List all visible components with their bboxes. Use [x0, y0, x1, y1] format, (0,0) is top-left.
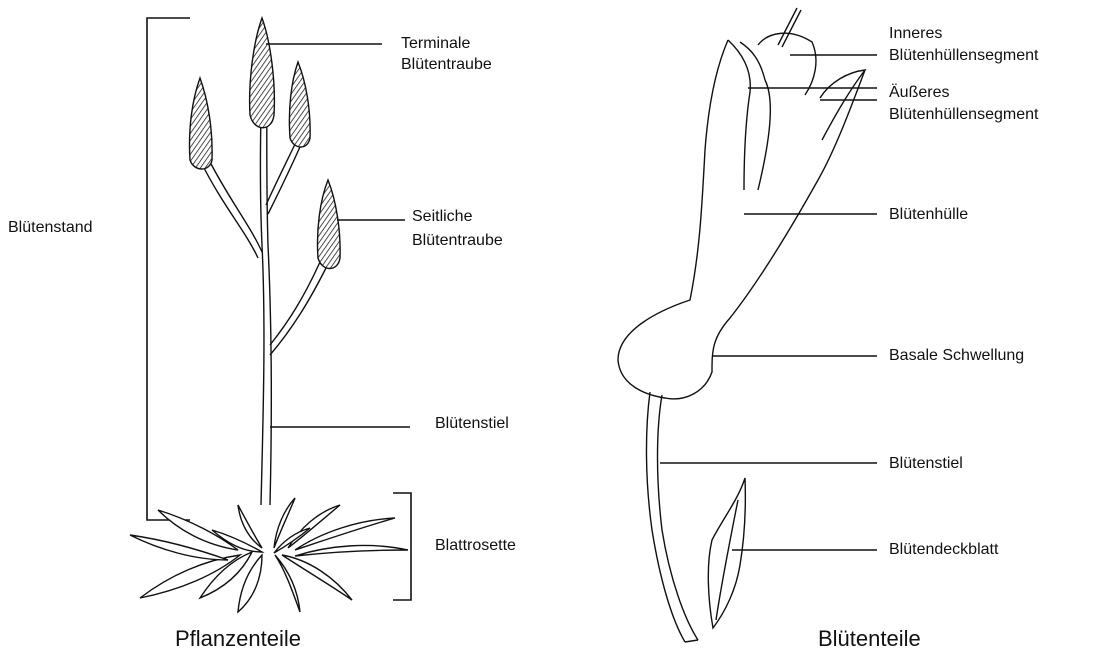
label-outer-segment-line1: Äußeres	[889, 83, 949, 102]
label-outer-segment-line2: Blütenhüllensegment	[889, 105, 1038, 124]
rosette-bracket	[393, 493, 411, 600]
label-lateral-raceme-line1: Seitliche	[412, 207, 472, 226]
label-inner-segment-line2: Blütenhüllensegment	[889, 46, 1038, 65]
perianth-tube	[618, 40, 865, 399]
inflorescence-bracket	[147, 18, 190, 520]
stamen	[778, 8, 797, 45]
label-pedicel: Blütenstiel	[889, 454, 963, 473]
flower-illustration	[618, 8, 877, 642]
label-perianth: Blütenhülle	[889, 205, 968, 224]
label-lateral-raceme-line2: Blütentraube	[412, 231, 503, 250]
label-basal-swelling: Basale Schwellung	[889, 346, 1024, 365]
branch-left	[200, 160, 258, 258]
pedicel	[646, 392, 685, 642]
label-stalk: Blütenstiel	[435, 414, 509, 433]
terminal-raceme	[250, 18, 275, 128]
label-terminal-raceme-line1: Terminale	[401, 34, 470, 53]
outer-tepal-left	[728, 40, 750, 190]
left-raceme	[189, 78, 212, 169]
label-leaf-rosette: Blattrosette	[435, 536, 516, 555]
label-bract: Blütendeckblatt	[889, 540, 998, 559]
leaf-rosette	[130, 498, 408, 612]
caption-plant-parts: Pflanzenteile	[175, 626, 301, 652]
label-inflorescence: Blütenstand	[8, 218, 93, 237]
lateral-raceme	[317, 180, 340, 269]
branch-right-lower	[270, 262, 320, 345]
label-terminal-raceme-line2: Blütentraube	[401, 55, 492, 74]
bract	[708, 478, 745, 628]
label-inner-segment-line1: Inneres	[889, 24, 942, 43]
caption-flower-parts: Blütenteile	[818, 626, 921, 652]
branch-right-upper	[266, 138, 298, 205]
plant-illustration	[130, 18, 411, 612]
right-raceme	[289, 62, 310, 147]
